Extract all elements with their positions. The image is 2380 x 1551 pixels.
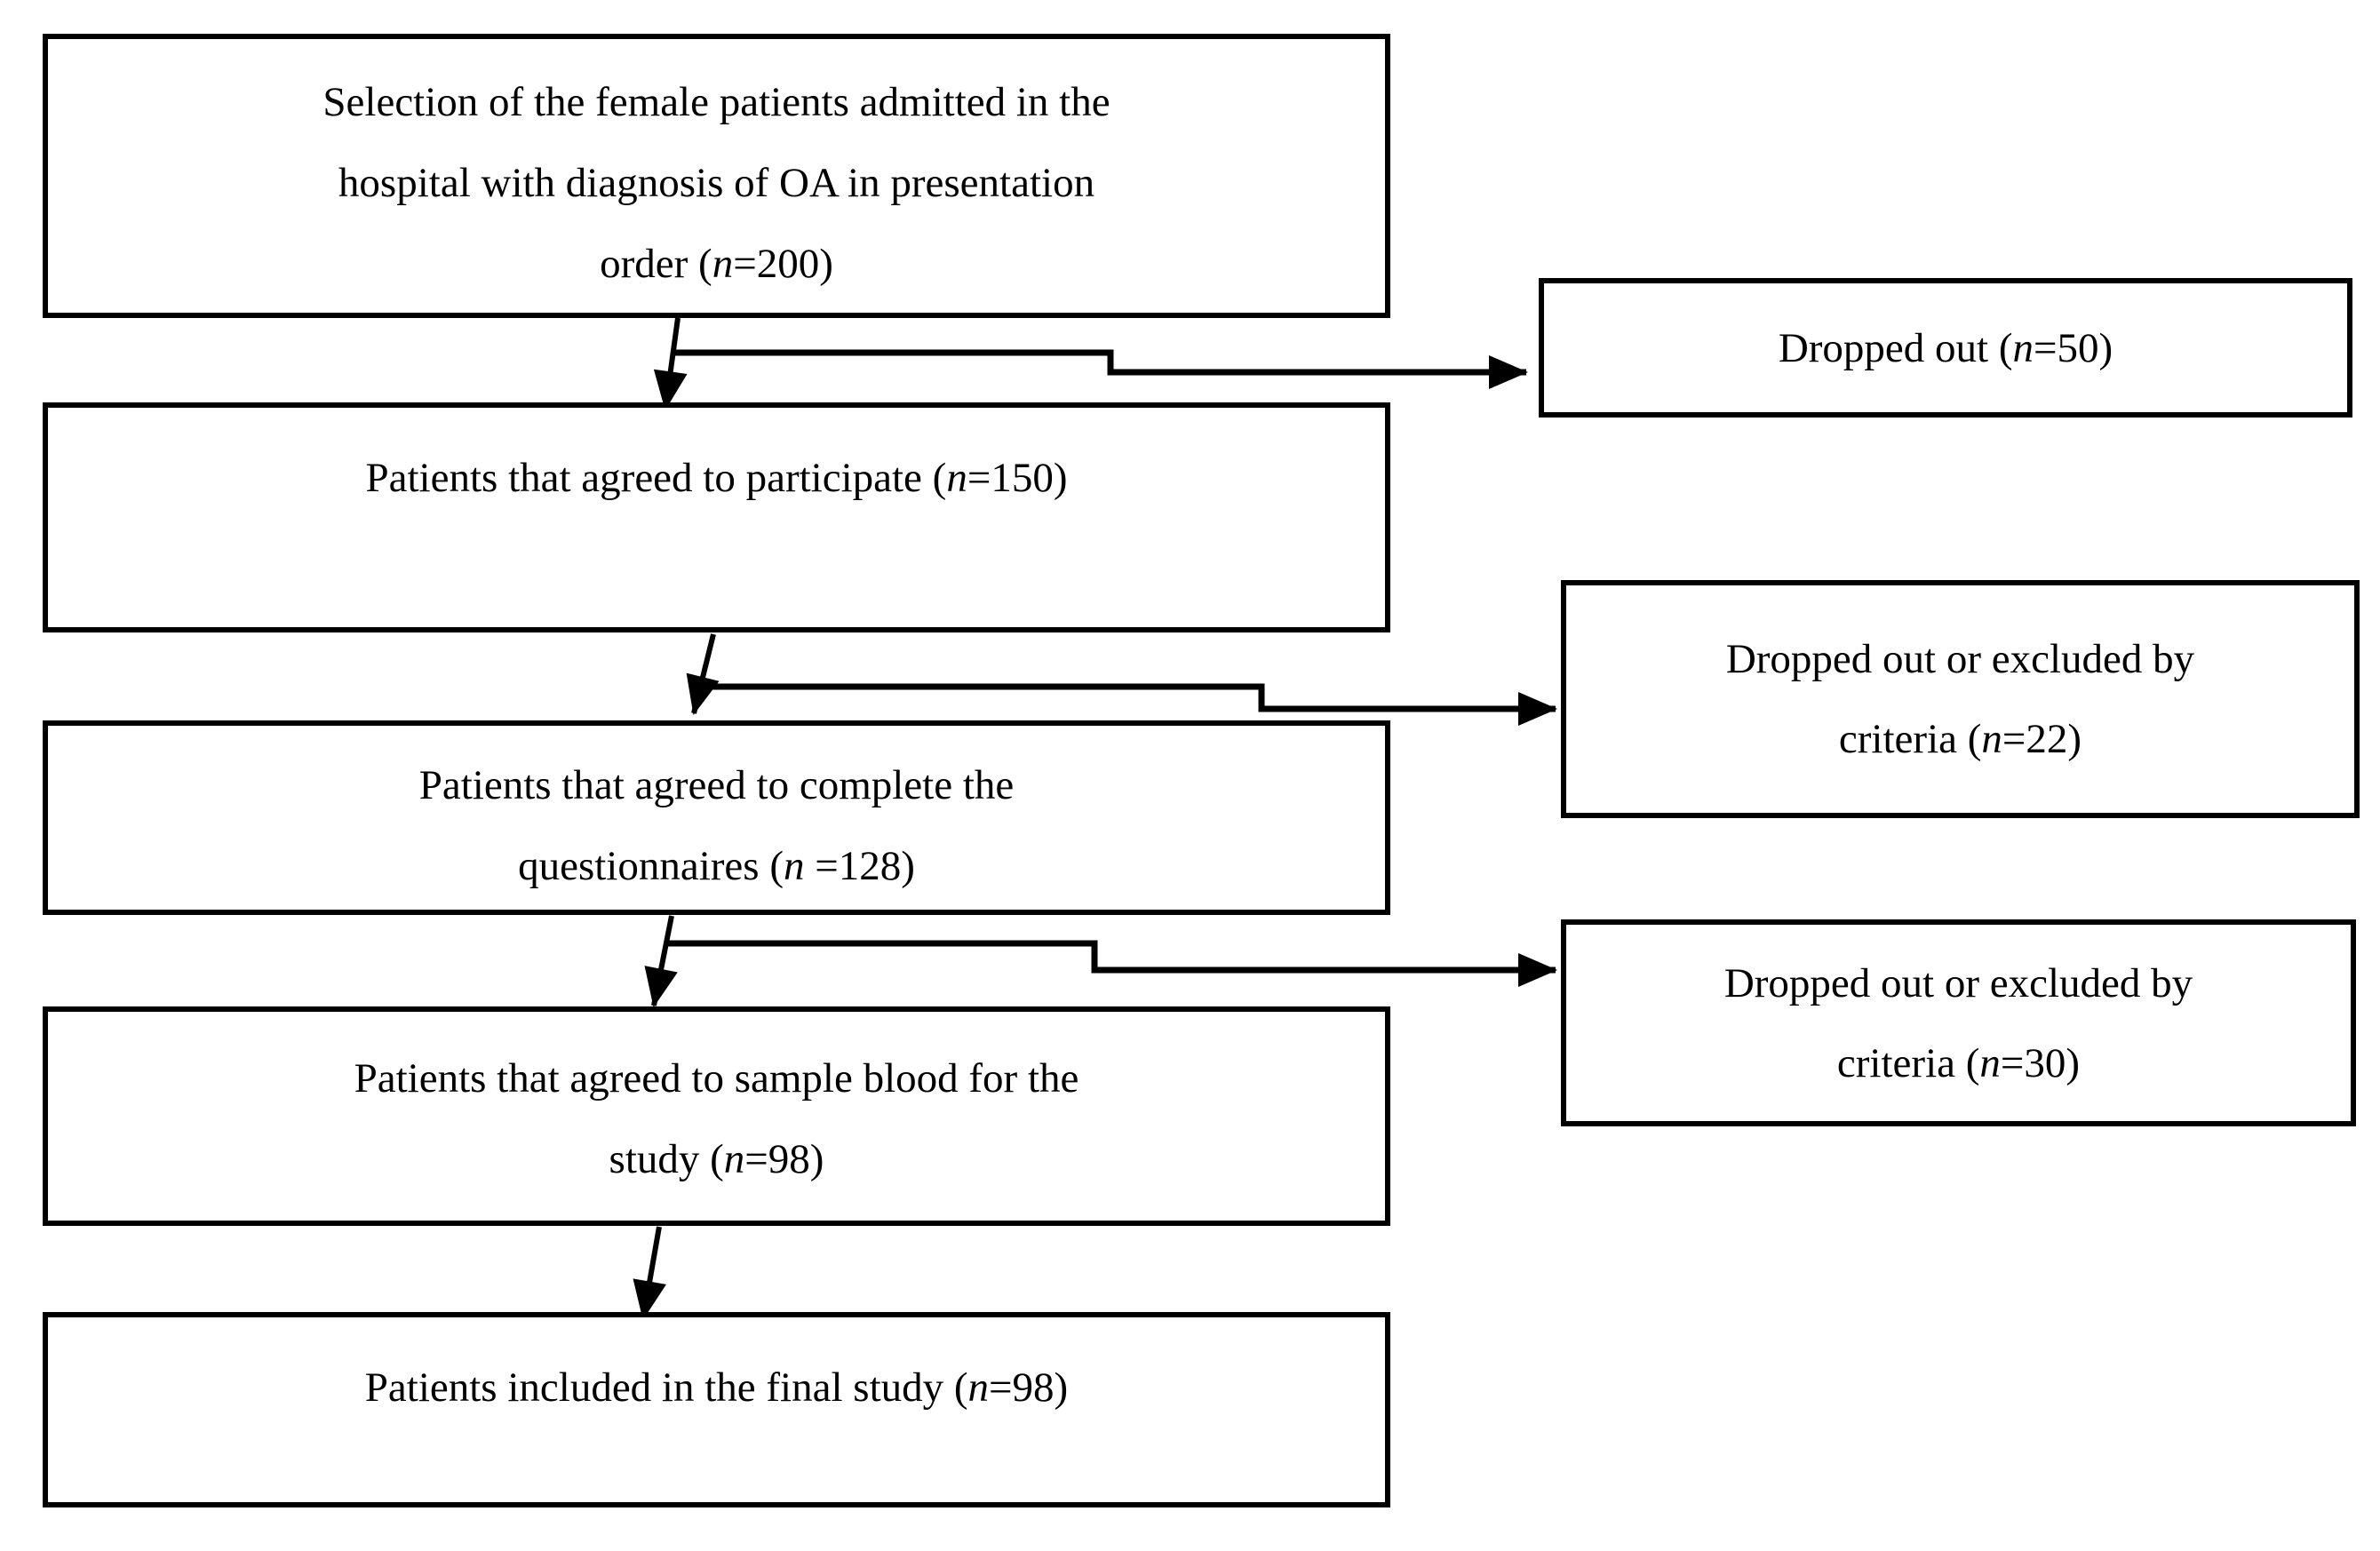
box-participate: Patients that agreed to participate (n=1… xyxy=(43,402,1390,632)
box-final-study-line1: Patients included in the final study (n=… xyxy=(364,1364,1069,1411)
n-count: n xyxy=(2012,324,2034,371)
box-selection-line1: Selection of the female patients admitte… xyxy=(322,79,1110,125)
arrow-selection-to-participate xyxy=(653,317,688,410)
n-count: n xyxy=(1979,1039,2001,1086)
box-blood-sample: Patients that agreed to sample blood for… xyxy=(43,1006,1390,1226)
box-dropout-30: Dropped out or excluded by criteria (n=3… xyxy=(1561,919,2356,1126)
arrow-branch-to-dropout3 xyxy=(667,940,1557,987)
box-dropout-22: Dropped out or excluded by criteria (n=2… xyxy=(1561,580,2360,818)
box-dropout-30-line2: criteria (n=30) xyxy=(1836,1039,2081,1086)
n-count: n xyxy=(712,241,734,287)
arrow-participate-to-questionnaires xyxy=(686,633,720,715)
box-selection-line2: hospital with diagnosis of OA in present… xyxy=(338,160,1095,206)
box-selection: Selection of the female patients admitte… xyxy=(43,34,1390,318)
box-dropout-22-line2: criteria (n=22) xyxy=(1838,716,2082,762)
box-final-study: Patients included in the final study (n=… xyxy=(43,1312,1390,1507)
box-questionnaires-line1: Patients that agreed to complete the xyxy=(418,762,1015,808)
n-count: n xyxy=(1981,716,2002,762)
arrow-questionnaires-to-blood xyxy=(644,915,678,1007)
arrow-branch-to-dropout2 xyxy=(701,683,1557,726)
box-questionnaires: Patients that agreed to complete the que… xyxy=(43,720,1390,915)
arrow-branch-to-dropout1 xyxy=(673,349,1528,389)
box-blood-sample-line1: Patients that agreed to sample blood for… xyxy=(354,1055,1079,1102)
box-questionnaires-line2: questionnaires (n =128) xyxy=(518,843,915,889)
box-selection-line3: order (n=200) xyxy=(600,241,833,287)
n-count: n xyxy=(783,843,805,889)
box-dropout-50-line1: Dropped out (n=50) xyxy=(1778,324,2113,371)
n-count: n xyxy=(723,1136,745,1182)
box-dropout-50: Dropped out (n=50) xyxy=(1539,278,2352,418)
arrow-blood-to-final xyxy=(633,1226,666,1320)
box-participate-line1: Patients that agreed to participate (n=1… xyxy=(365,455,1068,501)
box-dropout-30-line1: Dropped out or excluded by xyxy=(1723,959,2193,1006)
n-count: n xyxy=(946,455,967,501)
n-count: n xyxy=(967,1364,990,1411)
box-dropout-22-line1: Dropped out or excluded by xyxy=(1725,636,2195,682)
box-blood-sample-line2: study (n=98) xyxy=(609,1136,824,1182)
